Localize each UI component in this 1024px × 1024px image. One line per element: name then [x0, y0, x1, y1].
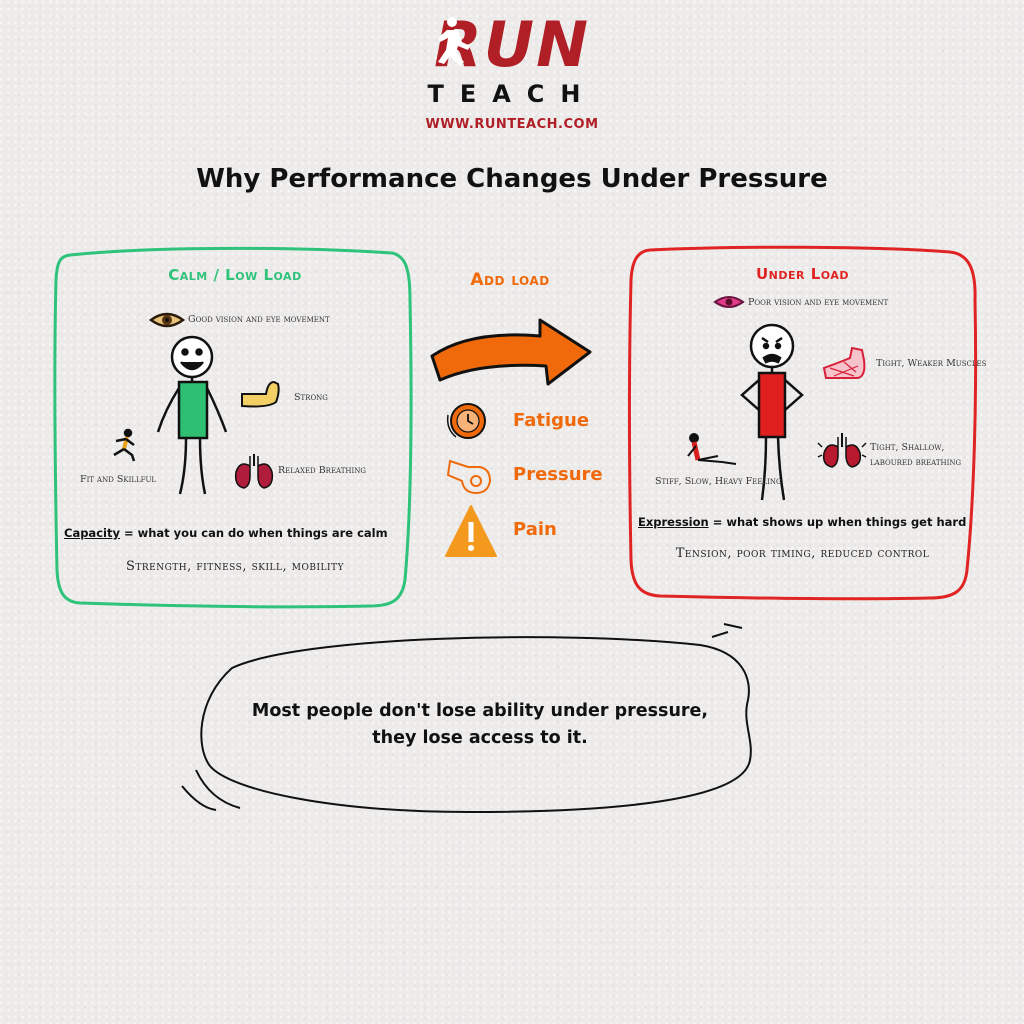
pain-label: Pain — [513, 519, 557, 540]
expression-term: Expression — [638, 515, 709, 529]
clock-icon — [446, 403, 486, 439]
stiff-slow-label: Stiff, Slow, Heavy Feeling — [655, 476, 782, 487]
fatigue-label: Fatigue — [513, 410, 590, 431]
speech-bubble — [181, 623, 752, 814]
logo-teach: TEACH — [427, 80, 597, 108]
capacity-text: = what you can do when things are calm — [119, 526, 388, 540]
right-panel-border — [628, 245, 978, 601]
add-load-title: Add load — [470, 270, 550, 290]
good-vision-label: Good vision and eye movement — [188, 314, 330, 325]
expression-definition: Expression = what shows up when things g… — [638, 515, 966, 529]
capacity-definition: Capacity = what you can do when things a… — [64, 526, 388, 540]
quote-line-2: they lose access to it. — [372, 728, 588, 748]
quote-line-1: Most people don't lose ability under pre… — [251, 701, 709, 721]
eye-pink-icon — [713, 296, 745, 308]
quote-text: Most people don't lose ability under pre… — [220, 698, 740, 752]
relaxed-breathing-label: Relaxed Breathing — [278, 465, 366, 476]
page-title: Why Performance Changes Under Pressure — [196, 164, 828, 194]
whistle-icon — [446, 459, 492, 495]
running-person-icon — [113, 428, 136, 462]
right-panel-title: Under Load — [756, 265, 849, 283]
strong-label: Strong — [294, 392, 328, 403]
expression-summary: Tension, poor timing, reduced control — [675, 546, 930, 561]
poor-vision-label: Poor vision and eye movement — [748, 297, 889, 308]
logo-url[interactable]: WWW.RUNTEACH.COM — [425, 117, 599, 132]
capacity-summary: Strength, fitness, skill, mobility — [125, 559, 345, 574]
left-panel-border — [53, 246, 413, 609]
shallow-breathing-label-2: laboured breathing — [870, 457, 962, 468]
expression-text: = what shows up when things get hard — [708, 515, 967, 529]
eye-icon — [148, 312, 186, 328]
capacity-term: Capacity — [64, 526, 120, 540]
happy-stick-figure — [156, 335, 228, 495]
sitting-person-icon — [687, 433, 737, 465]
pressure-label: Pressure — [513, 464, 603, 485]
arrow-right-icon — [430, 318, 592, 386]
fit-skillful-label: Fit and Skillful — [80, 474, 157, 485]
stressed-stick-figure — [740, 323, 804, 501]
weak-arm-icon — [822, 346, 866, 379]
flexed-arm-icon — [241, 380, 280, 408]
runner-logo-icon — [438, 17, 470, 66]
warning-icon — [445, 505, 497, 557]
weaker-muscles-label: Tight, Weaker Muscles — [876, 358, 987, 369]
shallow-breathing-label-1: Tight, Shallow, — [870, 442, 945, 453]
tight-lungs-icon — [817, 433, 867, 468]
lungs-icon — [234, 454, 274, 489]
left-panel-title: Calm / Low Load — [168, 266, 302, 284]
